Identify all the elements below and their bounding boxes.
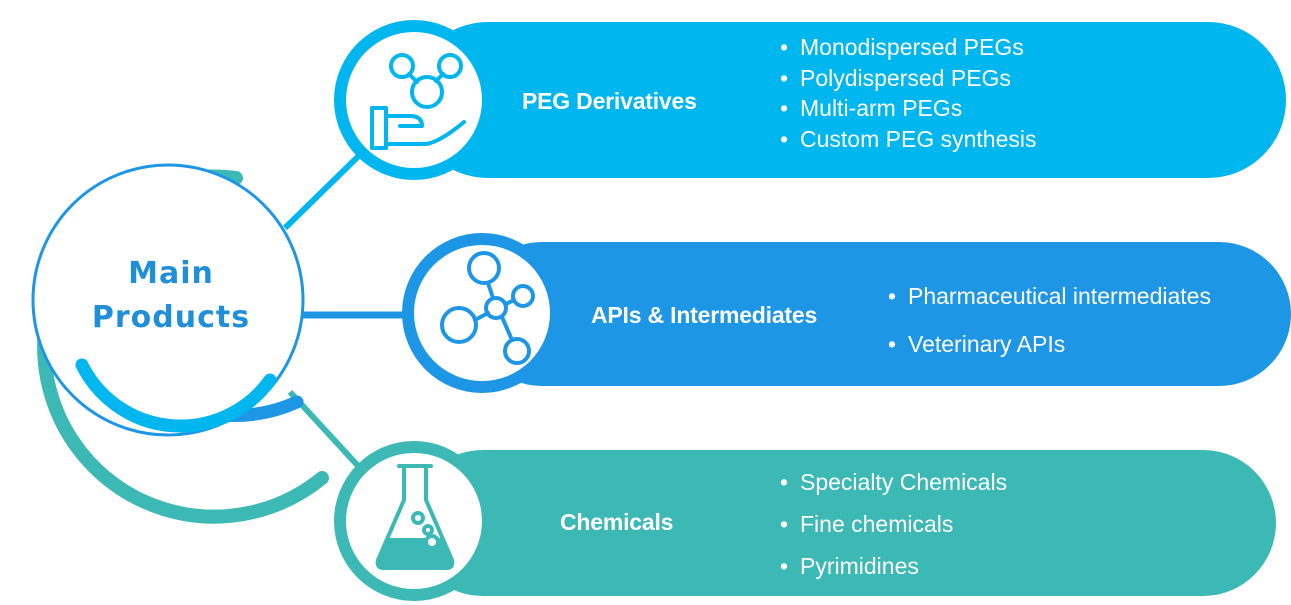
list-item: Fine chemicals [780,503,1007,545]
center-title: Main Products [66,252,276,340]
bullet-list-apis-intermediates: Pharmaceutical intermediates Veterinary … [888,272,1211,368]
list-item: Monodispersed PEGs [780,32,1036,63]
list-item: Pharmaceutical intermediates [888,272,1211,320]
category-title-peg-derivatives: PEG Derivatives [522,88,697,114]
list-item: Pyrimidines [780,545,1007,587]
flask-icon [375,464,455,570]
list-item: Custom PEG synthesis [780,124,1036,155]
icon-circle-apis-inner [414,245,550,381]
center-title-line-1: Main [128,256,214,291]
inner-circle [31,163,305,437]
category-title-chemicals: Chemicals [560,509,674,535]
hand-molecule-icon [370,53,466,150]
bullet-list-chemicals: Specialty Chemicals Fine chemicals Pyrim… [780,461,1007,587]
category-title-apis-intermediates: APIs & Intermediates [591,302,818,328]
molecule-icon [440,251,535,365]
list-item: Multi-arm PEGs [780,93,1036,124]
list-item: Specialty Chemicals [780,461,1007,503]
inner-ring-arc [75,358,277,433]
center-title-line-2: Products [91,300,251,335]
bullet-list-peg-derivatives: Monodispersed PEGs Polydispersed PEGs Mu… [780,32,1036,154]
list-item: Polydispersed PEGs [780,63,1036,94]
list-item: Veterinary APIs [888,320,1211,368]
